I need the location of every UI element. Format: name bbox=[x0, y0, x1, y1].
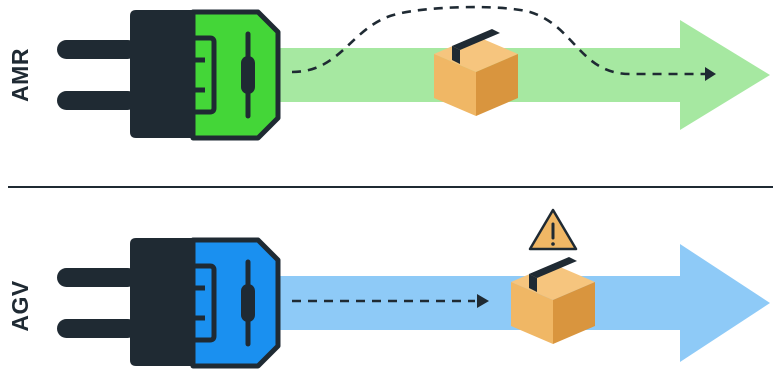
amr-row bbox=[57, 5, 770, 141]
amr-plug-color-body bbox=[190, 9, 281, 141]
warning-triangle-icon bbox=[528, 208, 578, 251]
amr-plug-dark-body bbox=[130, 10, 196, 138]
agv-plug-prong-top bbox=[57, 268, 137, 287]
agv-plug-dark-body bbox=[130, 238, 196, 366]
agv-plug-prong-bottom bbox=[57, 319, 137, 338]
amr-label: AMR bbox=[7, 48, 33, 102]
amr-plug-bracket bbox=[193, 35, 217, 115]
agv-box-icon bbox=[511, 257, 595, 344]
amr-route-path bbox=[291, 5, 712, 76]
amr-route-arrowhead bbox=[705, 67, 716, 81]
agv-route-arrowhead bbox=[477, 294, 489, 308]
amr-plug-icon bbox=[130, 9, 281, 141]
amr-plug-prong-bottom bbox=[57, 91, 137, 110]
amr-plug-prong-top bbox=[57, 40, 137, 59]
agv-plug-bracket bbox=[193, 263, 217, 343]
agv-row bbox=[57, 208, 770, 369]
agv-plug-slider bbox=[241, 284, 255, 322]
agv-plug-color-body bbox=[190, 237, 281, 369]
agv-label: AGV bbox=[7, 280, 33, 332]
amr-plug-slider bbox=[241, 56, 255, 94]
agv-plug-icon bbox=[130, 237, 281, 369]
amr-box-icon bbox=[434, 29, 518, 116]
